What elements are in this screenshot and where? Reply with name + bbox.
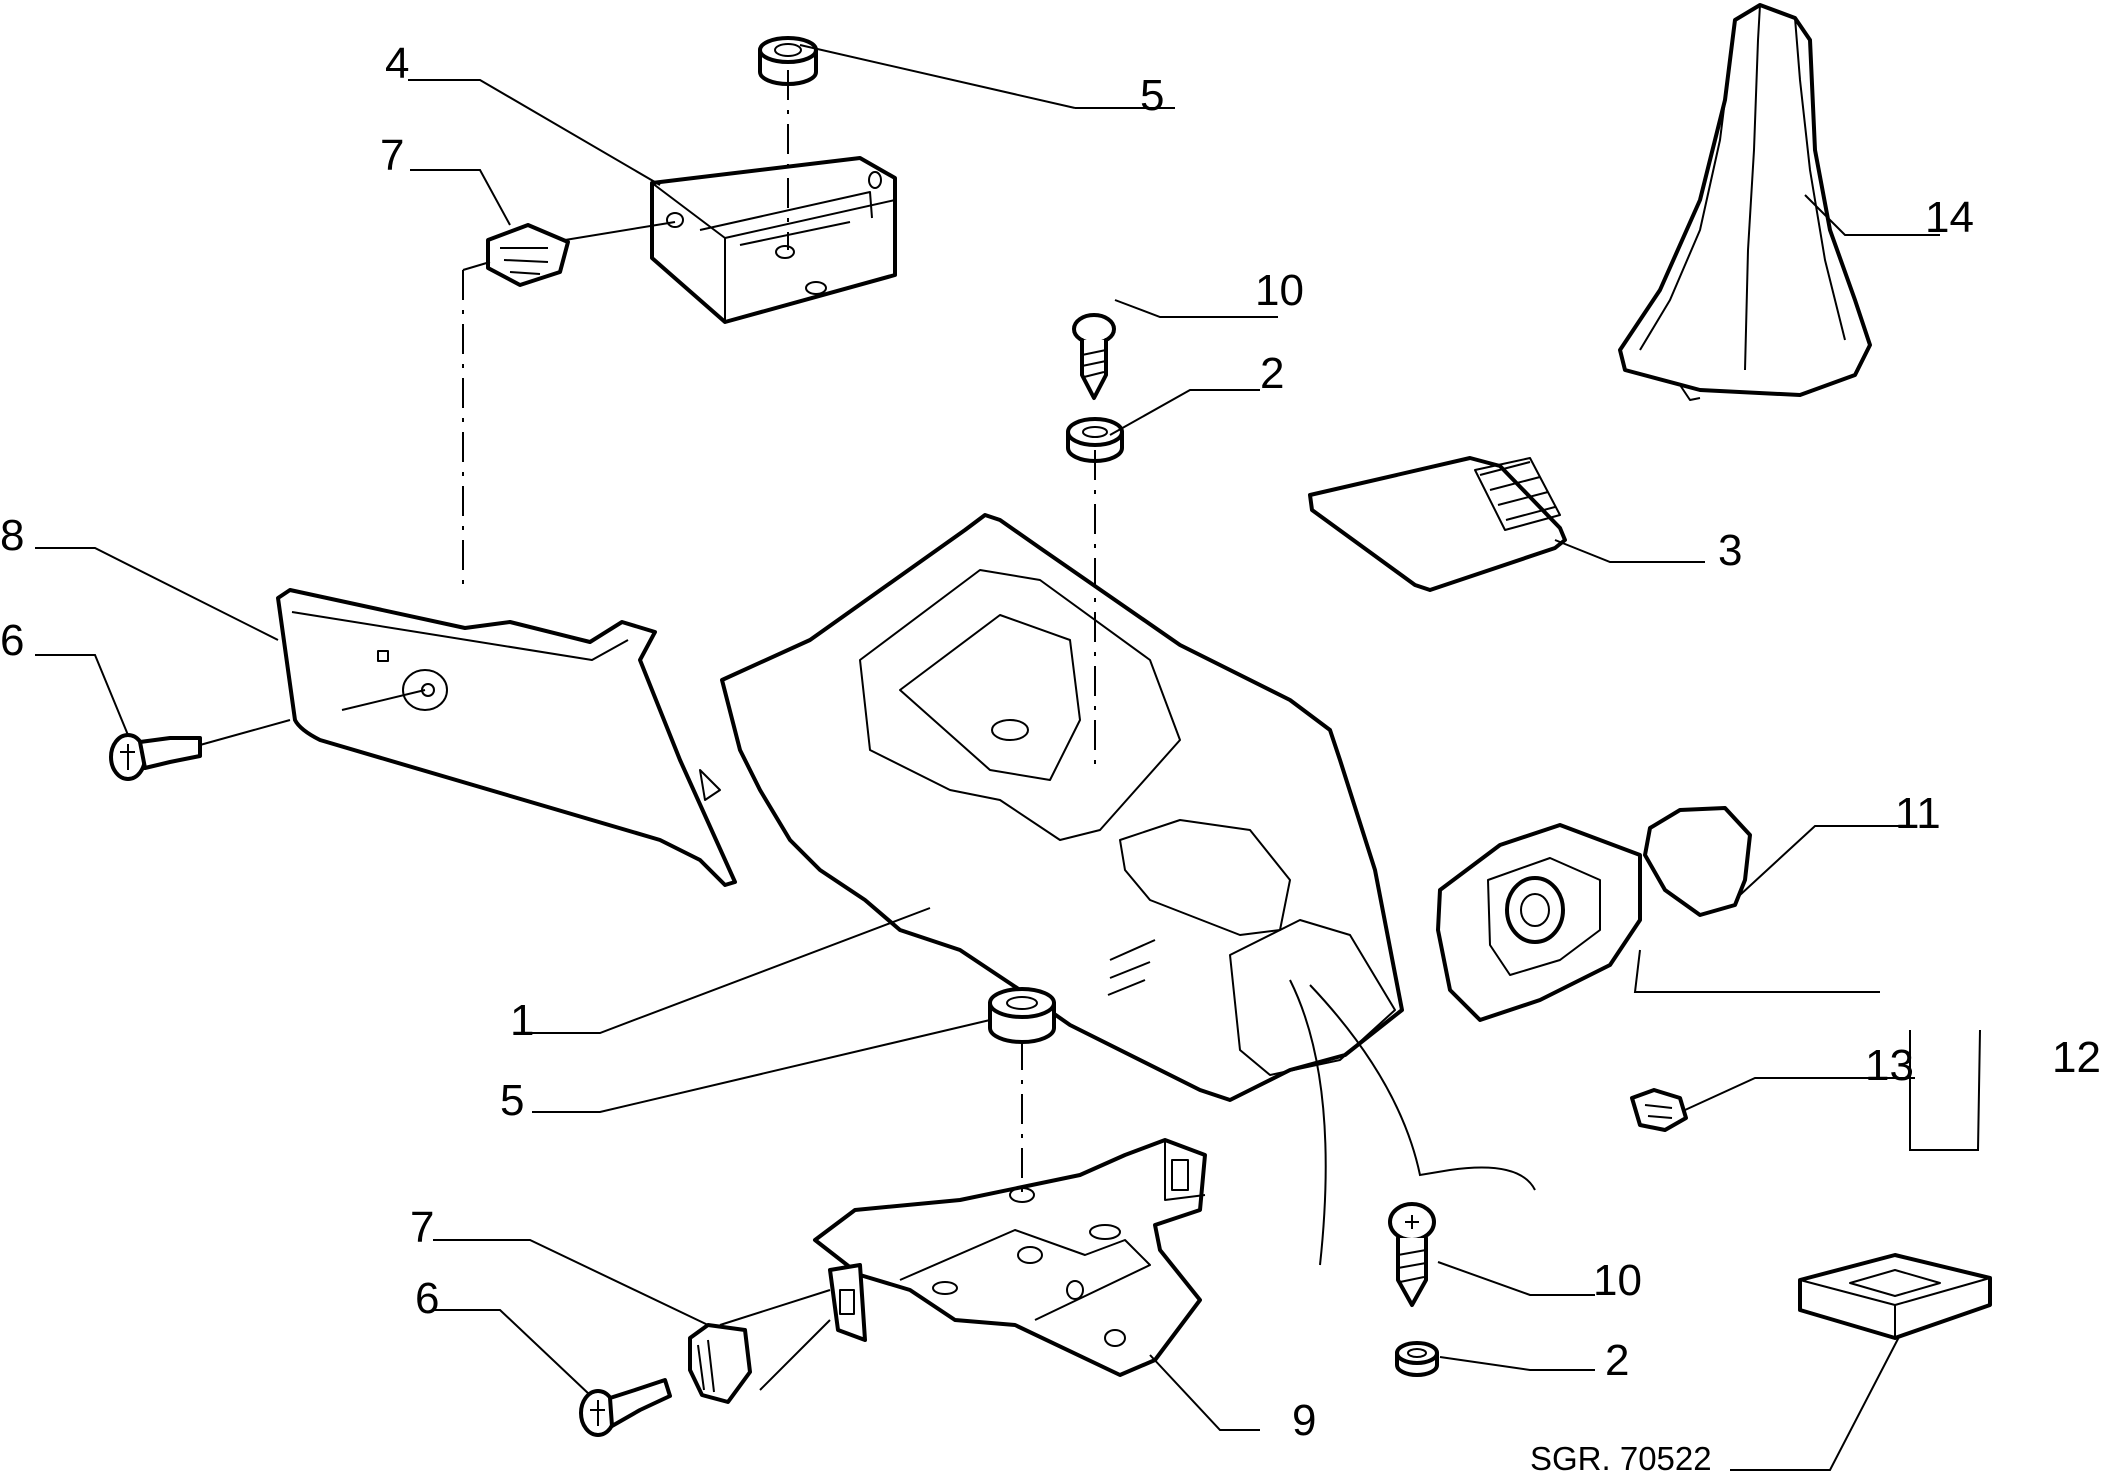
callout-8: 8 — [0, 511, 24, 560]
part-9-bottom-bracket — [813, 1138, 1207, 1377]
part-6-screw-bottom — [579, 1378, 672, 1437]
callout-14: 14 — [1925, 193, 1974, 242]
callout-7-top: 7 — [380, 131, 404, 180]
part-12-knob-panel — [1436, 823, 1642, 1022]
assembly-axes — [199, 70, 1536, 1391]
part-14-gear-boot — [1618, 3, 1872, 401]
callout-2-bottom: 2 — [1605, 1336, 1629, 1385]
callout-13: 13 — [1865, 1041, 1914, 1090]
callout-1: 1 — [510, 996, 534, 1045]
part-11-cap — [1643, 806, 1752, 917]
part-8-side-panel — [276, 588, 737, 887]
part-10-screw-bottom — [1388, 1202, 1436, 1307]
callout-6-bottom: 6 — [415, 1274, 439, 1323]
callout-3: 3 — [1718, 526, 1742, 575]
part-7-clip-bottom — [688, 1323, 752, 1404]
callout-labels: 4 5 7 10 2 14 3 8 6 1 5 11 13 12 10 2 9 … — [0, 39, 2101, 1475]
callout-7-bottom: 7 — [410, 1203, 434, 1252]
callout-5-bottom: 5 — [500, 1076, 524, 1125]
callout-11: 11 — [1895, 789, 1941, 838]
part-6-screw-left — [109, 733, 202, 781]
callout-12: 12 — [2052, 1033, 2101, 1082]
callout-6-left: 6 — [0, 616, 24, 665]
callout-10-bottom: 10 — [1593, 1256, 1642, 1305]
reference-block — [1798, 1253, 1992, 1340]
part-5-nut-top — [758, 36, 818, 86]
part-7-clip-top — [486, 223, 570, 287]
callout-4: 4 — [385, 39, 409, 88]
callout-10-top: 10 — [1255, 266, 1304, 315]
part-1-center-console — [720, 513, 1404, 1102]
part-4-bracket — [650, 156, 897, 324]
part-2-washer-bottom — [1395, 1341, 1439, 1377]
part-10-screw-top — [1072, 313, 1116, 400]
part-3-cover-plate — [1308, 456, 1567, 592]
callout-9: 9 — [1292, 1396, 1316, 1445]
callout-5-top: 5 — [1140, 71, 1164, 120]
callout-leaders — [35, 44, 1981, 1471]
part-5-nut-bottom — [988, 987, 1056, 1044]
part-13-small-clip — [1630, 1088, 1688, 1132]
callout-2-top: 2 — [1260, 349, 1284, 398]
reference-number: SGR. 70522 — [1530, 1440, 1712, 1475]
